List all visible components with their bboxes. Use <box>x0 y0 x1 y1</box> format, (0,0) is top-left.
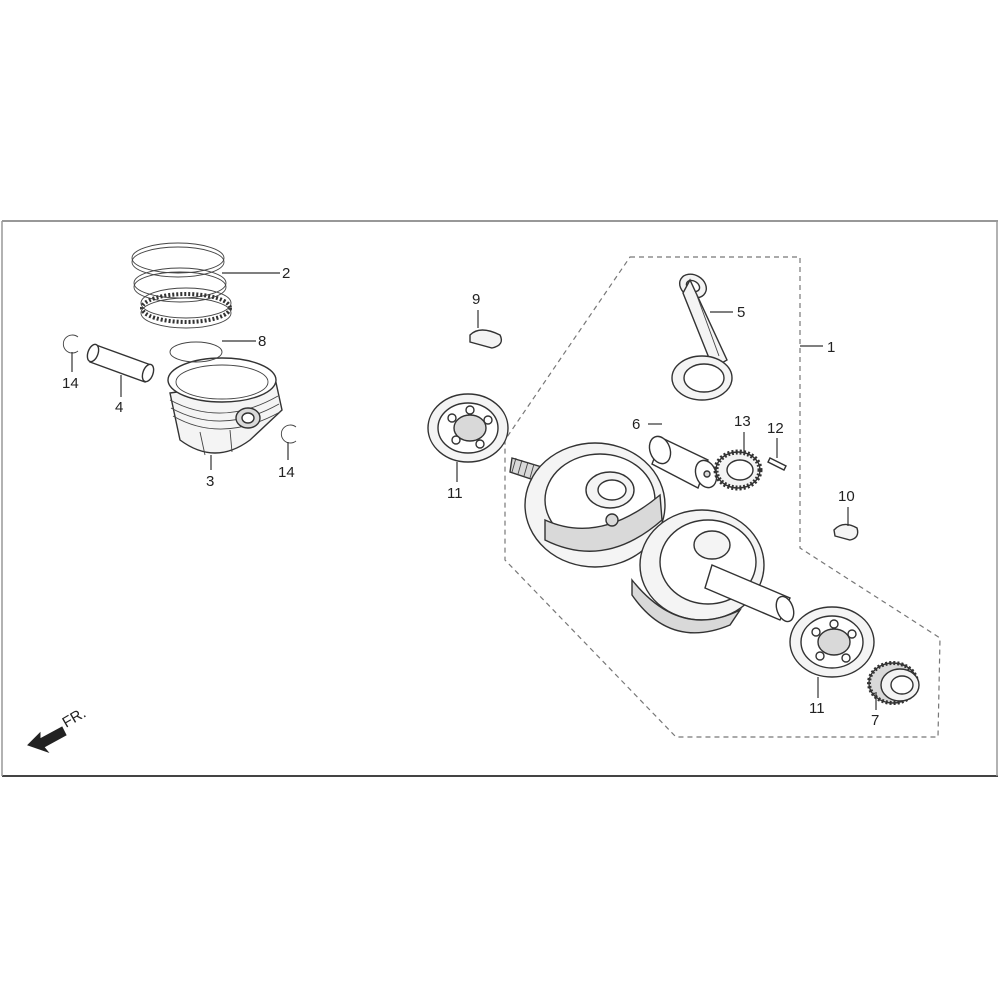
callout-9: 9 <box>472 291 480 308</box>
callout-10: 10 <box>838 488 855 505</box>
needle-bearing <box>713 449 763 491</box>
ball-bearing-left <box>427 393 509 463</box>
woodruff-key-10 <box>833 523 859 541</box>
callout-8: 8 <box>258 333 266 350</box>
crank-pin <box>648 435 718 489</box>
front-direction-label: FR. <box>60 705 89 732</box>
leader-lines <box>71 272 877 710</box>
piston-rings <box>131 242 232 329</box>
circlip-left <box>62 334 79 354</box>
ring-part-8 <box>169 341 223 363</box>
piston <box>167 357 283 456</box>
callout-11-left: 11 <box>447 485 463 502</box>
pin-12 <box>767 457 787 471</box>
woodruff-key-9 <box>469 329 503 349</box>
front-direction-indicator: FR. <box>27 705 89 754</box>
callout-2: 2 <box>282 265 290 282</box>
callout-labels: 1 2 3 4 5 6 7 8 9 10 11 11 12 13 14 14 <box>62 265 879 729</box>
crankshaft-assembly-boundary <box>504 256 941 738</box>
callout-12: 12 <box>767 420 784 437</box>
diagram-frame <box>1 220 998 777</box>
crank-flywheel-right <box>631 509 795 634</box>
callout-5: 5 <box>737 304 745 321</box>
callout-3: 3 <box>206 473 214 490</box>
callout-14-right: 14 <box>278 464 295 481</box>
callout-13: 13 <box>734 413 751 430</box>
connecting-rod <box>671 273 733 401</box>
piston-pin <box>86 343 155 383</box>
circlip-right <box>280 424 297 444</box>
callout-7: 7 <box>871 712 879 729</box>
callout-1: 1 <box>827 339 835 356</box>
crank-flywheel-left <box>509 442 666 568</box>
front-direction-arrow-icon <box>27 726 67 754</box>
callout-14-left: 14 <box>62 375 79 392</box>
timing-gear <box>867 661 920 705</box>
ball-bearing-right <box>789 606 875 678</box>
callout-6: 6 <box>632 416 640 433</box>
callout-4: 4 <box>115 399 123 416</box>
callout-11-right: 11 <box>809 700 825 717</box>
